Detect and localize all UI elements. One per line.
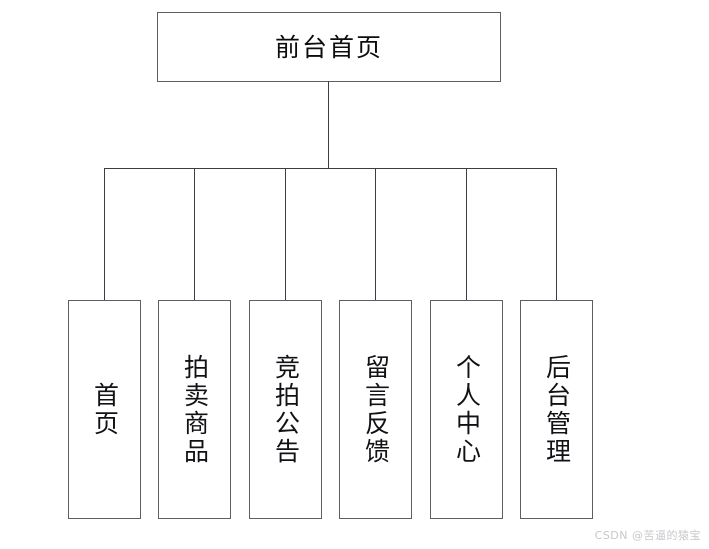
node-child-3-label: 竞拍公告 [271,353,301,466]
node-child-2-label: 拍卖商品 [180,353,210,466]
node-child-2[interactable]: 拍卖商品 [158,300,231,519]
node-child-4-label: 留言反馈 [361,353,391,466]
connector-drop-6 [556,168,557,301]
connector-bus-bar [104,168,557,169]
node-child-1-label: 首页 [90,381,120,438]
connector-drop-3 [285,168,286,301]
connector-root-stem [328,81,329,169]
connector-drop-4 [375,168,376,301]
node-child-5-label: 个人中心 [452,353,482,466]
node-child-4[interactable]: 留言反馈 [339,300,412,519]
node-child-5[interactable]: 个人中心 [430,300,503,519]
node-root[interactable]: 前台首页 [157,12,501,82]
connector-drop-5 [466,168,467,301]
node-root-label: 前台首页 [274,32,383,62]
node-child-6-label: 后台管理 [542,353,572,466]
node-child-3[interactable]: 竞拍公告 [249,300,322,519]
watermark-text: CSDN @苦逼的猿宝 [594,529,701,542]
connector-drop-1 [104,168,105,301]
node-child-6[interactable]: 后台管理 [520,300,593,519]
connector-drop-2 [194,168,195,301]
node-child-1[interactable]: 首页 [68,300,141,519]
